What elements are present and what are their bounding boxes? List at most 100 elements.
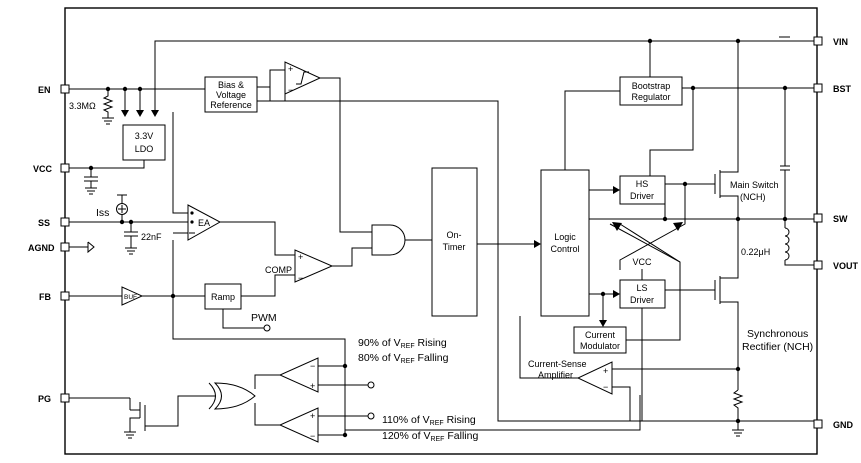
sync-rect-label-2: Rectifier (NCH) xyxy=(742,341,813,353)
bias-reference-block: Bias & Voltage Reference xyxy=(204,76,258,113)
main-switch: Main Switch (NCH) xyxy=(714,170,779,219)
pin-vcc-label: VCC xyxy=(33,164,53,174)
thr-lower-1: 110% of VREF Rising xyxy=(382,414,476,427)
pin-en: EN xyxy=(38,84,70,95)
ls-label-2: Driver xyxy=(630,295,654,305)
svg-text:+: + xyxy=(310,411,315,421)
comp-comparator: + − COMP xyxy=(265,247,372,283)
bootstrap-label-2: Regulator xyxy=(631,92,670,102)
pin-ss: SS xyxy=(38,217,70,228)
ss-cap-label: 22nF xyxy=(141,232,162,242)
svg-text:+: + xyxy=(298,252,303,262)
pin-sw: SW xyxy=(813,213,848,224)
cm-label-2: Modulator xyxy=(580,341,620,351)
iss-label: Iss xyxy=(96,207,109,219)
synchronous-rectifier: Synchronous Rectifier (NCH) xyxy=(714,219,813,390)
pin-fb-label: FB xyxy=(39,292,51,302)
chip-outline xyxy=(64,7,818,455)
main-switch-label-2: (NCH) xyxy=(740,192,766,202)
svg-text:+: + xyxy=(603,366,608,376)
thr-upper-1: 90% of VREF Rising xyxy=(358,337,447,350)
on-timer-label-2: Timer xyxy=(443,242,466,252)
pin-agnd-label: AGND xyxy=(28,243,55,253)
pg-or-gate xyxy=(162,374,280,427)
cs-amp-label-2: Amplifier xyxy=(538,370,573,380)
pin-en-label: EN xyxy=(38,85,51,95)
pin-agnd: AGND xyxy=(28,242,70,253)
pin-sw-label: SW xyxy=(833,214,848,224)
cs-amp-label-1: Current-Sense xyxy=(528,359,587,369)
logic-label-1: Logic xyxy=(554,232,576,242)
pin-fb: FB xyxy=(39,291,70,302)
svg-text:−: − xyxy=(310,431,315,441)
inductor-label: 0.22μH xyxy=(741,247,770,257)
ls-driver-block: VCC LS Driver xyxy=(589,257,715,421)
uvlo-comparator: + − xyxy=(257,61,372,233)
bias-to-csamp-wire xyxy=(257,100,814,422)
en-network: 3.3MΩ xyxy=(69,86,205,125)
ls-label-1: LS xyxy=(636,283,647,293)
pg-comparator-lower: + − xyxy=(278,366,375,443)
hs-label-2: Driver xyxy=(630,191,654,201)
pin-pg: PG xyxy=(38,393,70,404)
logic-control-block: Logic Control xyxy=(540,169,590,317)
bias-label-1: Bias & xyxy=(218,80,244,90)
pwm-label: PWM xyxy=(251,312,277,324)
bootstrap-regulator-block: Bootstrap Regulator xyxy=(564,76,814,176)
sync-rect-label-1: Synchronous xyxy=(747,328,808,340)
thr-upper-2: 80% of VREF Falling xyxy=(358,352,449,365)
ls-vcc-label: VCC xyxy=(632,257,652,267)
svg-text:+: + xyxy=(288,64,293,74)
vcc-network xyxy=(69,160,145,195)
ldo-label-2: LDO xyxy=(135,144,154,154)
on-timer-block: On- Timer xyxy=(431,167,541,317)
en-resistor-label: 3.3MΩ xyxy=(69,101,96,111)
ramp-label: Ramp xyxy=(211,292,235,302)
svg-text:−: − xyxy=(298,273,303,283)
buf-label: BUF xyxy=(124,294,137,301)
svg-text:−: − xyxy=(603,382,608,392)
vin-rail xyxy=(151,36,814,170)
pin-vin-label: VIN xyxy=(833,37,848,47)
pin-vout: VOUT xyxy=(813,260,859,271)
pin-gnd-label: GND xyxy=(833,420,854,430)
error-amplifier: EA xyxy=(172,112,295,256)
svg-text:−: − xyxy=(288,85,293,95)
pin-bst-label: BST xyxy=(833,84,852,94)
pin-vin: VIN xyxy=(813,36,848,47)
ldo-label-1: 3.3V xyxy=(135,131,154,141)
bias-label-3: Reference xyxy=(210,100,252,110)
ldo-block: 3.3V LDO xyxy=(122,124,166,161)
comp-label: COMP xyxy=(265,265,292,275)
pg-transistor xyxy=(69,397,162,439)
pg-threshold-upper: 90% of VREF Rising 80% of VREF Falling xyxy=(358,337,449,365)
pg-threshold-lower: 110% of VREF Rising 120% of VREF Falling xyxy=(382,414,478,443)
hs-label-1: HS xyxy=(636,179,649,189)
pin-gnd: GND xyxy=(813,419,854,430)
pg-comparator-upper: − + xyxy=(278,357,375,393)
bootstrap-label-1: Bootstrap xyxy=(632,81,671,91)
cm-label-1: Current xyxy=(585,330,616,340)
current-modulator-block: Current Modulator xyxy=(573,270,681,354)
ea-label: EA xyxy=(198,218,210,228)
current-sense-cross xyxy=(609,184,686,270)
hs-driver-block: HS Driver xyxy=(589,175,715,205)
thr-lower-2: 120% of VREF Falling xyxy=(382,430,478,443)
ss-network: Iss 22nF xyxy=(69,194,188,255)
pin-vout-label: VOUT xyxy=(833,261,859,271)
svg-text:+: + xyxy=(310,381,315,391)
current-sense-amplifier: + − Current-Sense Amplifier xyxy=(519,316,744,437)
bias-label-2: Voltage xyxy=(216,90,246,100)
pin-pg-label: PG xyxy=(38,394,51,404)
sw-node: 0.22μH xyxy=(589,88,814,266)
ramp-block: Ramp PWM xyxy=(204,274,295,332)
agnd-symbol xyxy=(69,241,95,254)
pin-bst: BST xyxy=(813,83,852,94)
pin-ss-label: SS xyxy=(38,218,50,228)
and-gate xyxy=(371,224,432,256)
on-timer-label-1: On- xyxy=(446,230,461,240)
logic-label-2: Control xyxy=(550,244,579,254)
pin-vcc: VCC xyxy=(33,163,70,174)
main-switch-label-1: Main Switch xyxy=(730,180,779,190)
